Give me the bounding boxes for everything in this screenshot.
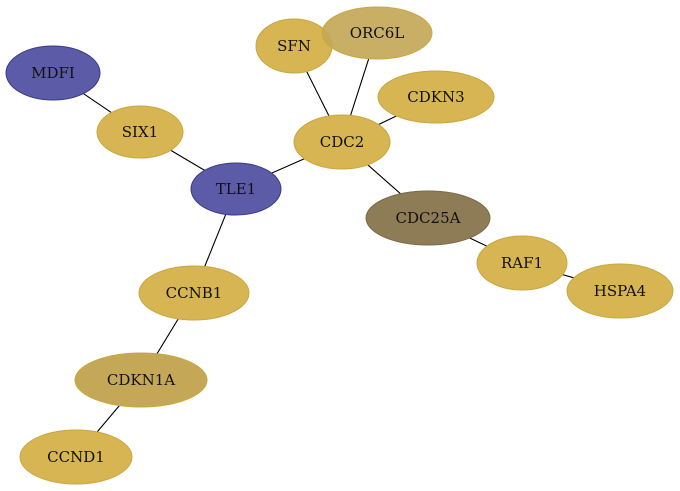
node-shape[interactable] <box>19 429 133 485</box>
node-shape[interactable] <box>377 70 495 124</box>
node-shape[interactable] <box>566 263 674 319</box>
edge-tle1-cdc2 <box>271 158 305 174</box>
edge-cdc2-cdc25a <box>367 164 401 195</box>
node-six1[interactable]: SIX1 <box>96 105 184 159</box>
node-label: TLE1 <box>216 180 256 198</box>
node-label: RAF1 <box>501 254 543 272</box>
node-shape[interactable] <box>321 6 433 60</box>
edge-cdc25a-raf1 <box>469 237 488 247</box>
node-label: CDKN3 <box>407 88 464 106</box>
node-shape[interactable] <box>476 235 568 291</box>
node-ccnb1[interactable]: CCNB1 <box>138 265 250 321</box>
node-shape[interactable] <box>96 105 184 159</box>
node-orc6l[interactable]: ORC6L <box>321 6 433 60</box>
node-label: CCND1 <box>47 448 105 466</box>
edge-layer <box>83 58 574 433</box>
node-label: SFN <box>277 37 311 55</box>
node-ccnd1[interactable]: CCND1 <box>19 429 133 485</box>
node-shape[interactable] <box>138 265 250 321</box>
node-cdc2[interactable]: CDC2 <box>293 114 391 170</box>
node-label: ORC6L <box>350 24 405 42</box>
edge-cdc2-cdkn3 <box>378 115 397 125</box>
node-shape[interactable] <box>365 190 491 246</box>
edge-tle1-ccnb1 <box>204 214 227 267</box>
node-sfn[interactable]: SFN <box>255 18 333 74</box>
node-shape[interactable] <box>5 45 101 101</box>
edge-ccnb1-cdkn1a <box>156 318 179 355</box>
node-label: CCNB1 <box>166 284 223 302</box>
node-cdkn1a[interactable]: CDKN1A <box>74 352 208 408</box>
node-hspa4[interactable]: HSPA4 <box>566 263 674 319</box>
node-tle1[interactable]: TLE1 <box>190 162 282 216</box>
edge-mdfi-six1 <box>83 93 112 114</box>
edge-cdc2-orc6l <box>350 58 370 116</box>
node-shape[interactable] <box>190 162 282 216</box>
node-raf1[interactable]: RAF1 <box>476 235 568 291</box>
node-label: CDC25A <box>396 209 461 227</box>
node-label: MDFI <box>31 64 75 82</box>
edge-cdkn1a-ccnd1 <box>96 405 120 433</box>
node-label: CDC2 <box>320 133 365 151</box>
node-cdkn3[interactable]: CDKN3 <box>377 70 495 124</box>
node-shape[interactable] <box>293 114 391 170</box>
node-label: HSPA4 <box>594 282 646 300</box>
node-label: SIX1 <box>122 123 158 141</box>
node-label: CDKN1A <box>107 371 175 389</box>
node-cdc25a[interactable]: CDC25A <box>365 190 491 246</box>
edge-six1-tle1 <box>170 149 205 171</box>
edge-cdc2-sfn <box>306 71 330 117</box>
node-mdfi[interactable]: MDFI <box>5 45 101 101</box>
edge-raf1-hspa4 <box>562 274 574 279</box>
node-shape[interactable] <box>74 352 208 408</box>
